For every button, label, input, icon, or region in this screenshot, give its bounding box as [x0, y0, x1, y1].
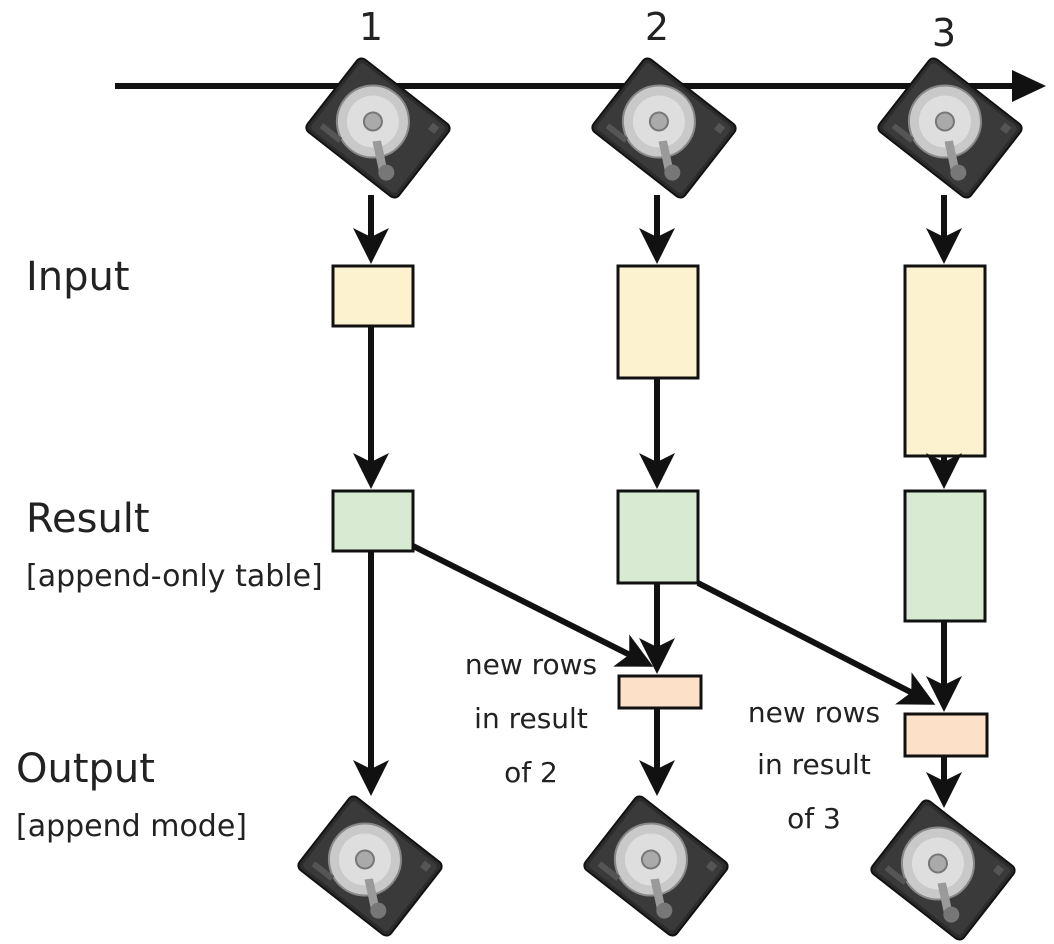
row-sublabel-result: [append-only table]	[26, 559, 323, 594]
row-label-input: Input	[26, 254, 130, 300]
input-box-2	[616, 264, 700, 380]
note-new-rows-2-line1: new rows	[465, 648, 597, 681]
arrow-diagonal-result2-to-newrows3	[696, 580, 936, 705]
hard-drive-icon	[588, 55, 740, 201]
row-label-output: Output	[16, 746, 155, 792]
result-box-2	[616, 489, 700, 585]
note-new-rows-3-line3: of 3	[787, 802, 841, 835]
note-new-rows-3-line1: new rows	[748, 696, 880, 729]
step-label-1: 1	[359, 5, 383, 49]
timeline-arrowhead	[1012, 70, 1046, 102]
input-box-1	[331, 264, 415, 328]
new-rows-box-3	[903, 712, 989, 758]
note-new-rows-2-line2: in result	[474, 702, 588, 735]
result-box-1	[331, 489, 415, 553]
hard-drive-icon	[874, 55, 1026, 201]
input-box-3	[903, 264, 987, 458]
hard-drive-icon	[867, 797, 1019, 943]
arrow-diagonal-result1-to-newrows2	[411, 543, 654, 667]
hard-drive-icon	[580, 793, 732, 939]
step-label-3: 3	[932, 11, 956, 55]
result-box-3	[903, 489, 987, 623]
new-rows-box-2	[617, 674, 703, 710]
note-new-rows-2-line3: of 2	[504, 756, 558, 789]
row-sublabel-output: [append mode]	[16, 809, 247, 844]
row-label-result: Result	[26, 496, 150, 542]
hard-drive-icon	[294, 793, 446, 939]
note-new-rows-3-line2: in result	[757, 748, 871, 781]
step-label-2: 2	[645, 5, 669, 49]
hard-drive-icon	[302, 55, 454, 201]
